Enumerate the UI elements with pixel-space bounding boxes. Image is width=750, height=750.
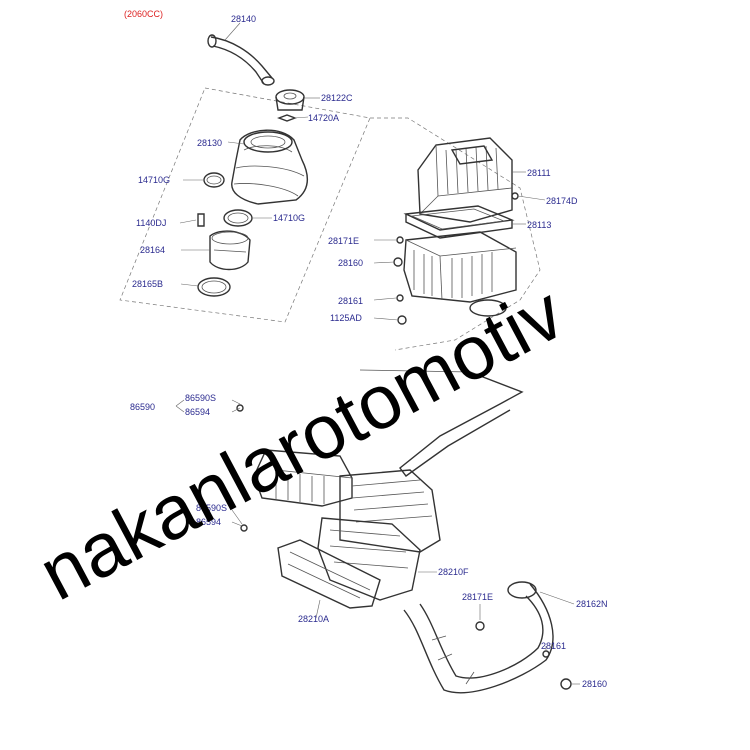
label-28160: 28160 xyxy=(338,258,363,268)
watermark-text: nakanlarotomotiv xyxy=(26,270,577,617)
label-28165B: 28165B xyxy=(132,279,163,289)
diagram-code: (2060CC) xyxy=(124,9,163,19)
resonator-28122C xyxy=(275,89,305,111)
label-28210F: 28210F xyxy=(438,567,469,577)
label-86590: 86590 xyxy=(130,402,155,412)
label-28113: 28113 xyxy=(527,220,551,230)
label-28162N: 28162N xyxy=(576,599,608,609)
o-ring-28165B xyxy=(197,277,231,297)
label-28160-2: 28160 xyxy=(582,679,607,689)
label-28140: 28140 xyxy=(231,14,256,24)
air-cleaner-body-28160 xyxy=(403,231,517,317)
label-28130: 28130 xyxy=(197,138,222,148)
duct-assy-28210F xyxy=(317,469,441,601)
air-duct-28130 xyxy=(231,129,309,205)
label-14720A: 14720A xyxy=(308,113,339,123)
label-86590S: 86590S xyxy=(185,393,216,403)
label-28210A: 28210A xyxy=(298,614,329,624)
bolt-1140DJ xyxy=(197,213,205,227)
intake-hose-28140 xyxy=(207,34,275,86)
label-1140DJ: 1140DJ xyxy=(136,218,166,228)
label-28171E: 28171E xyxy=(328,236,359,246)
adapter-28164 xyxy=(209,230,251,271)
label-28111: 28111 xyxy=(527,168,551,178)
label-14710G: 14710G xyxy=(138,175,170,185)
leader-lines xyxy=(175,22,580,685)
label-28161: 28161 xyxy=(338,296,363,306)
label-28122C: 28122C xyxy=(321,93,353,103)
clamp-14710G xyxy=(203,172,225,188)
label-28171E-2: 28171E xyxy=(462,592,493,602)
resonator-lower xyxy=(253,449,353,507)
air-cleaner-cover-28111 xyxy=(417,137,513,223)
label-1125AD: 1125AD xyxy=(330,313,362,323)
label-14710G-2: 14710G xyxy=(273,213,305,223)
group-outlines xyxy=(119,87,541,351)
clip-14720A xyxy=(277,114,297,122)
clamp-14710G-lower xyxy=(223,209,253,227)
label-86594: 86594 xyxy=(185,407,210,417)
part-number-labels: 28140 28122C 14720A 28130 14710G 14710G … xyxy=(130,14,608,689)
label-28161-2: 28161 xyxy=(541,641,566,651)
label-86594-2: 86594 xyxy=(196,517,221,527)
label-28164: 28164 xyxy=(140,245,165,255)
label-28174D: 28174D xyxy=(546,196,578,206)
duct-28210A xyxy=(277,539,381,609)
filter-element-28113 xyxy=(403,205,515,239)
label-86590S-2: 86590S xyxy=(196,503,227,513)
air-duct-bracket xyxy=(359,369,524,477)
hose-28162N xyxy=(403,581,554,694)
